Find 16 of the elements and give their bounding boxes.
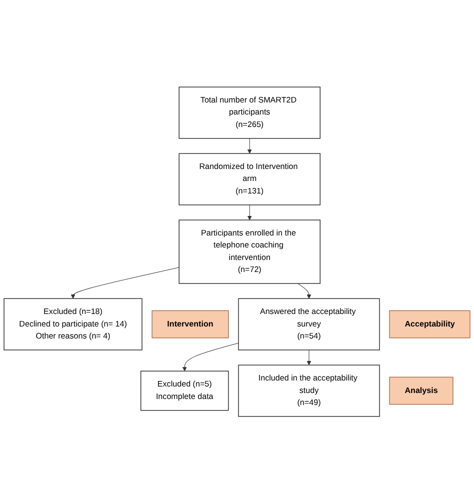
node-box: Acceptability <box>389 310 470 338</box>
arrow <box>182 343 239 372</box>
arrow <box>306 350 312 366</box>
arrow <box>70 267 180 300</box>
node-box: Analysis <box>389 377 454 405</box>
arrow <box>247 204 252 220</box>
node-box: Participants enrolled in the telephone coaching intervention (n=72) <box>178 220 320 284</box>
node-box: Excluded (n=18) Declined to participate (n= 14) Other reasons (n= 4) <box>4 298 142 351</box>
node-box: Total number of SMART2D participants (n=265) <box>178 86 320 140</box>
arrow <box>297 283 312 300</box>
arrow <box>247 138 252 154</box>
node-box: Intervention <box>152 310 229 338</box>
node-box: Included in the acceptability study (n=49) <box>238 364 380 418</box>
node-box: Randomized to Intervention arm (n=131) <box>178 153 320 206</box>
node-box: Excluded (n=5) Incomplete data <box>140 371 229 412</box>
node-box: Answered the acceptability survey (n=54) <box>238 298 380 351</box>
